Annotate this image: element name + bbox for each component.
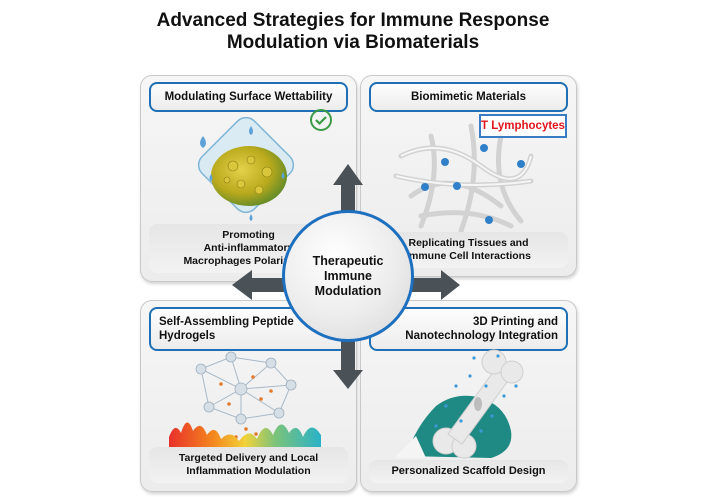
hub-line: Modulation [314,283,382,298]
t-cell-dot [453,182,461,190]
t-cell-dot [480,144,488,152]
panel-title: Modulating Surface Wettability [149,82,348,112]
t-cell-dot [441,158,449,166]
panel-title: 3D Printing and Nanotechnology Integrati… [369,307,568,351]
macrophage-cell-illustration [197,116,295,221]
caption-line: Replicating Tissues and [408,237,529,249]
title-line: 3D Printing and [473,316,558,328]
water-drop-icon [200,136,206,148]
caption-line: Anti-inflammatory [203,242,294,254]
arrow-right-icon [412,270,460,300]
t-cell-dot [485,216,493,224]
therapeutic-immune-modulation-hub: Therapeutic Immune Modulation [282,210,414,342]
title-line: Hydrogels [159,330,216,342]
t-lymphocytes-callout: T Lymphocytes [479,114,567,138]
peptide-network-illustration [169,351,321,453]
t-cell-dot [421,183,429,191]
panel-peptide-hydrogels: Self-Assembling Peptide Hydrogels Target… [140,300,357,492]
arrow-left-icon [232,270,285,300]
hub-line: Therapeutic [312,253,384,268]
check-circle-icon [310,109,332,131]
caption-line: Macrophages Polarization [183,255,314,267]
inflammation-flames-icon [169,422,321,453]
t-cell-dot [517,160,525,168]
caption-line: Targeted Delivery and Local [178,452,319,464]
panel-caption: Targeted Delivery and Local Inflammation… [149,447,348,483]
title-line: Self-Assembling Peptide [159,316,294,328]
caption-line: Promoting [222,229,275,241]
panel-3d-printing: 3D Printing and Nanotechnology Integrati… [360,300,577,492]
figure-title-line-2: Modulation via Biomaterials [226,32,480,53]
caption-line: Immune Cell Interactions [406,250,531,262]
arrow-down-icon [333,340,363,389]
macrophage-cell [211,146,287,206]
fibrous-scaffold-illustration [393,123,534,234]
arrow-up-icon [333,164,363,212]
panel-title: Biomimetic Materials [369,82,568,112]
hub-line: Immune [324,268,372,283]
panel-caption: Personalized Scaffold Design [369,460,568,483]
caption-line: Personalized Scaffold Design [391,465,546,477]
figure-title-line-1: Advanced Strategies for Immune Response [156,10,550,31]
title-line: Nanotechnology Integration [405,330,558,342]
figure-title: Advanced Strategies for Immune Response … [0,10,706,54]
bone-scaffold-illustration [394,349,524,459]
caption-line: Inflammation Modulation [186,465,311,477]
